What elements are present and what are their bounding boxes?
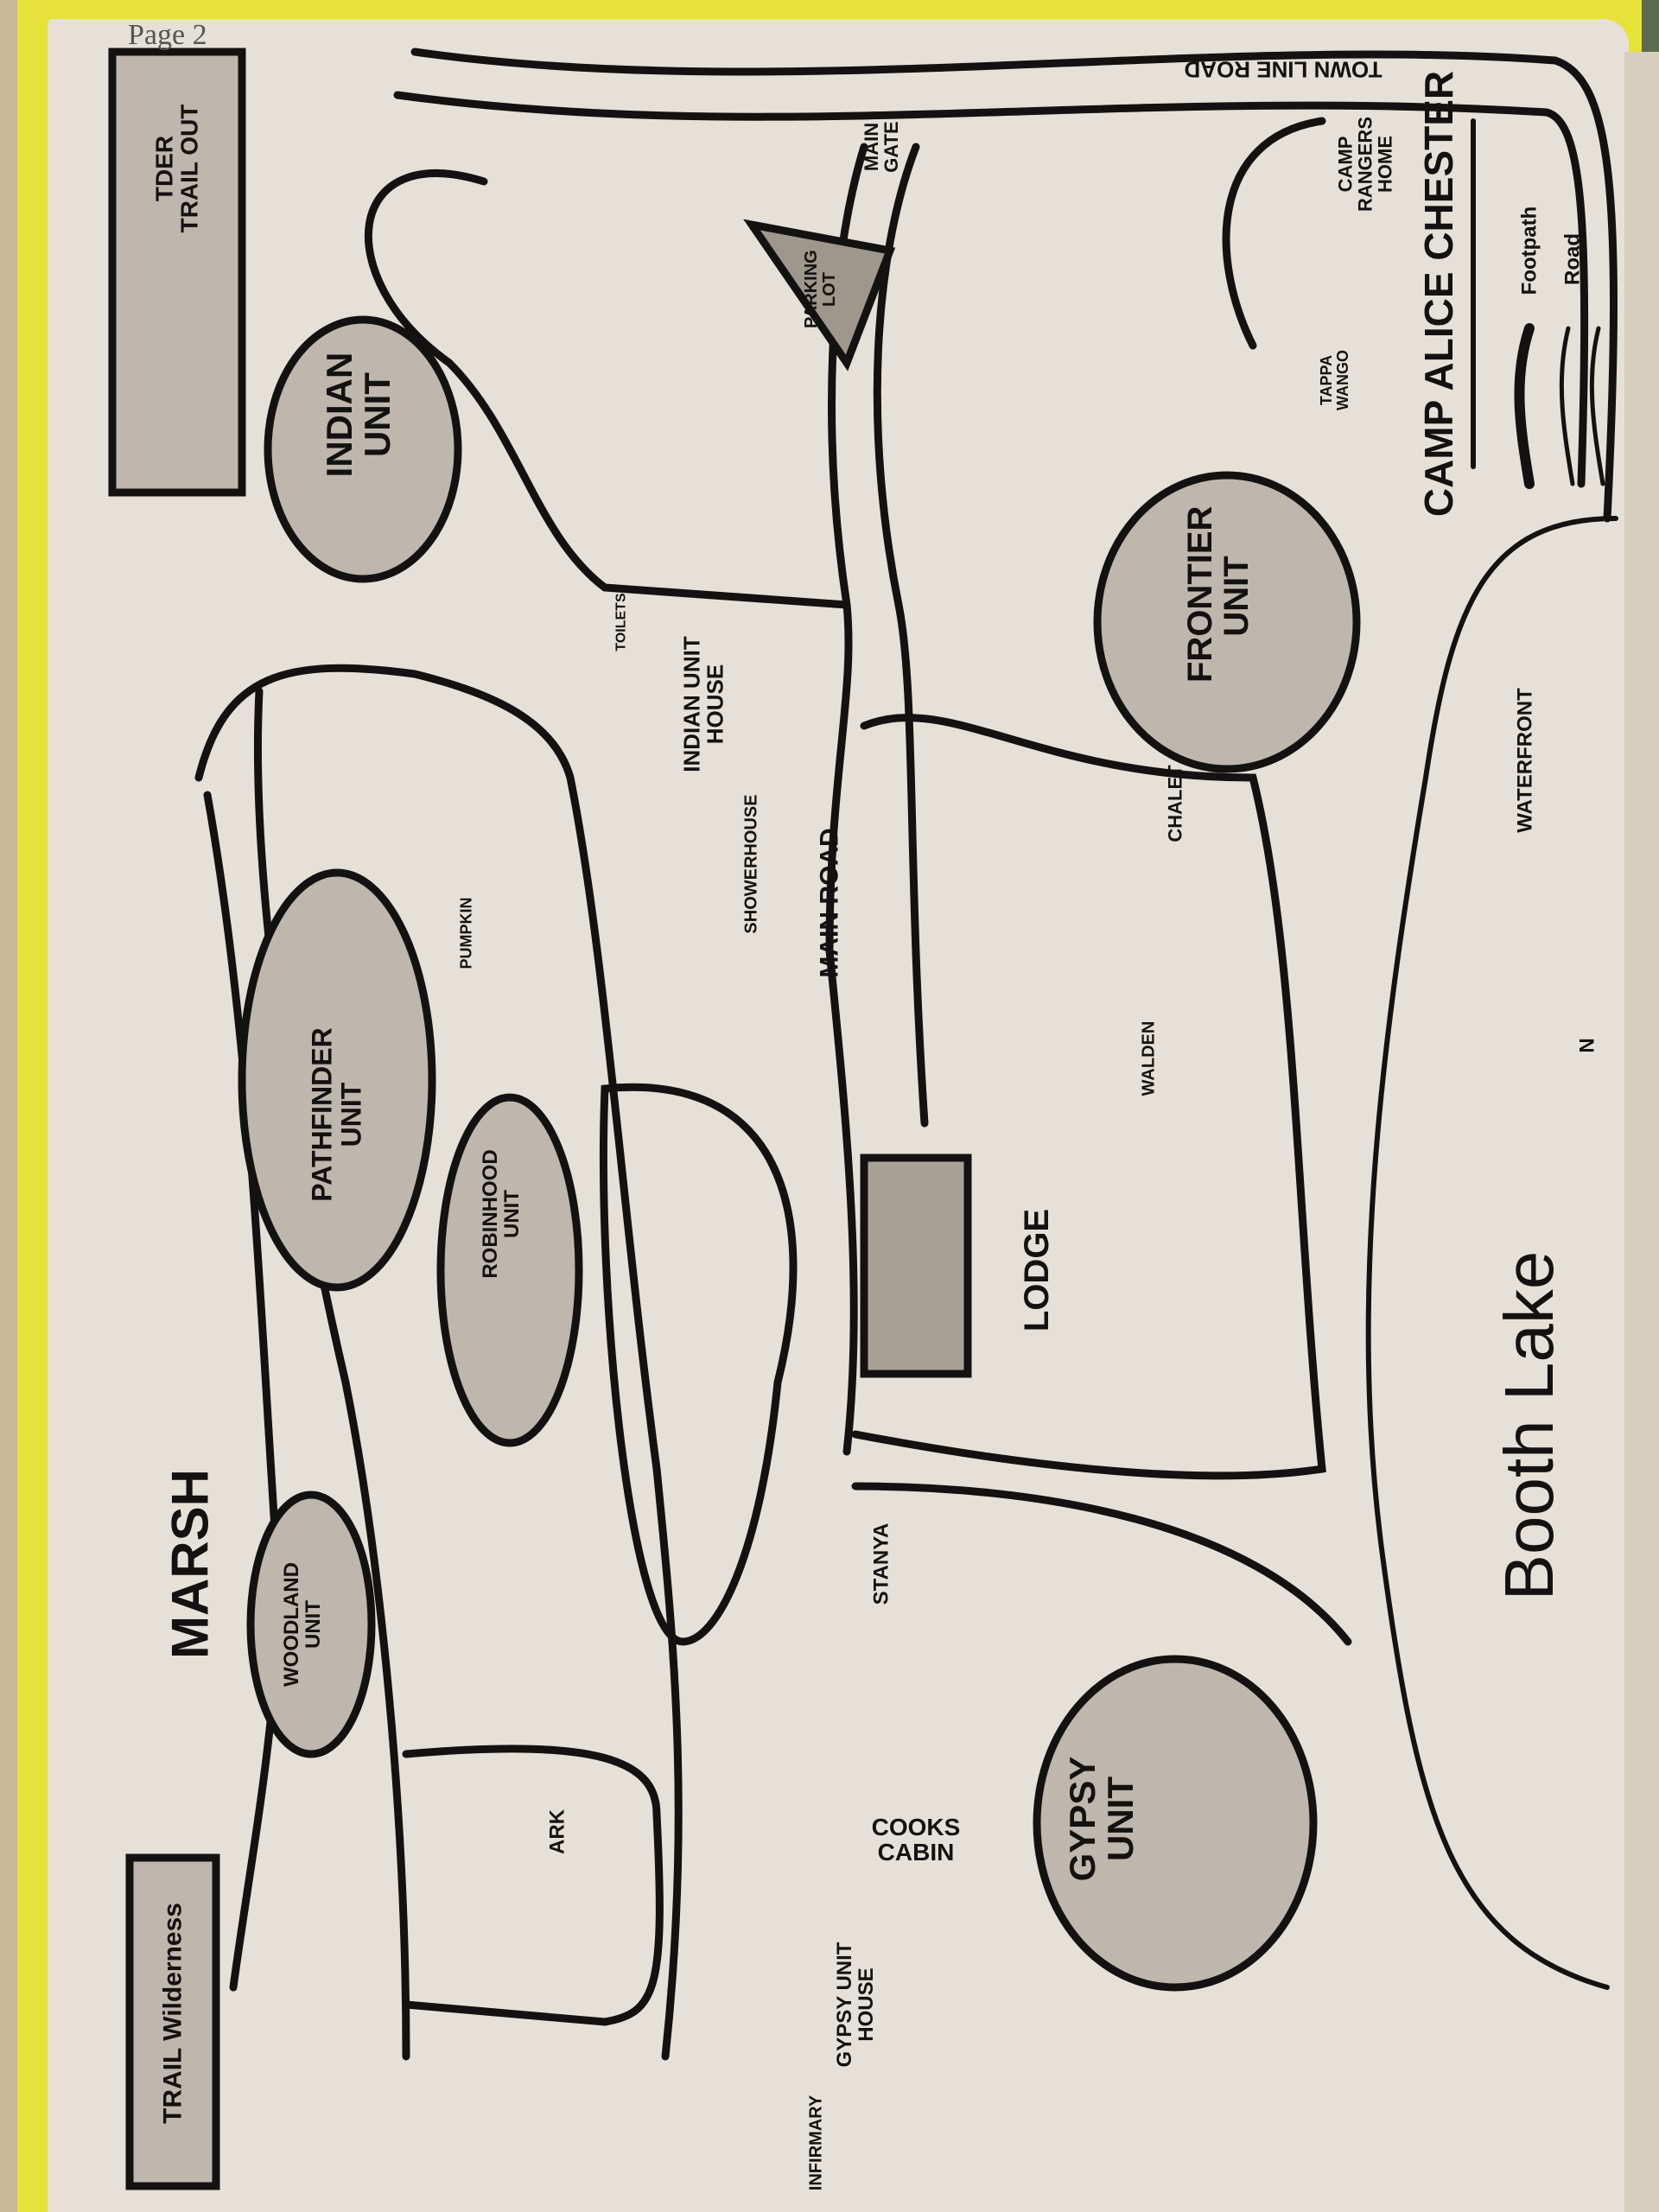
- label-trail-out: TDER TRAIL OUT: [150, 104, 203, 233]
- ranger-road: [1222, 117, 1326, 350]
- trail-out-area: [108, 48, 246, 497]
- label-rangers-home: CAMP RANGERS HOME: [1334, 117, 1396, 213]
- south-road: [851, 1482, 1352, 1646]
- label-cooks-cabin: COOKS CABIN: [871, 1814, 961, 1866]
- label-tappa-wango: TAPPA WANGO: [1318, 350, 1351, 410]
- label-pathfinder-unit: PATHFINDER UNIT: [306, 1027, 366, 1202]
- label-indian-unit: INDIAN UNIT: [318, 352, 397, 478]
- frontier-unit-area: [1093, 471, 1361, 773]
- label-wilderness: TRAIL Wilderness: [158, 1903, 188, 2124]
- legend-footpath-label: Footpath: [1517, 206, 1541, 296]
- label-gypsy-unit: GYPSY UNIT: [1061, 1756, 1141, 1882]
- robinhood-unit-area: [436, 1093, 583, 1447]
- west-road: [194, 664, 683, 2061]
- parking-lot-area: [743, 219, 896, 372]
- label-marsh: MARSH: [161, 1469, 219, 1659]
- town-line-road-inner: [393, 91, 1589, 488]
- label-gypsy-unit-house: GYPSY UNIT HOUSE: [832, 1942, 878, 2068]
- label-main-road: MAIN ROAD: [815, 828, 844, 978]
- label-woodland-unit: WOODLAND UNIT: [279, 1562, 325, 1687]
- label-waterfront: WATERFRONT: [1513, 688, 1537, 833]
- legend-road-b: [1589, 326, 1605, 486]
- legend-footpath: [1514, 323, 1535, 489]
- lodge-loop: [851, 714, 1326, 1480]
- map-title: CAMP ALICE CHESTER: [1415, 70, 1461, 518]
- wilderness-area: [125, 1853, 220, 2190]
- lower-loop: [402, 1745, 664, 2026]
- pathfinder-unit-area: [238, 868, 436, 1292]
- label-pumpkin: PUMPKIN: [457, 897, 475, 969]
- north-arrow-label: N: [1575, 1038, 1599, 1053]
- label-frontier-unit: FRONTIER UNIT: [1181, 505, 1255, 683]
- woodland-unit-area: [246, 1491, 376, 1758]
- gypsy-unit-area: [1033, 1655, 1318, 1992]
- central-loop: [599, 1083, 798, 1646]
- label-booth-lake: Booth Lake: [1491, 1250, 1567, 1601]
- label-lodge: LODGE: [1018, 1208, 1056, 1332]
- label-indian-unit-house: INDIAN UNIT HOUSE: [678, 636, 728, 772]
- label-ark: ARK: [545, 1809, 569, 1854]
- lake-shore: [1365, 516, 1618, 1990]
- label-toilets: TOILETS: [613, 593, 629, 652]
- next-page-edge: [1624, 52, 1659, 2212]
- label-town-line-road: TOWN LINE ROAD: [1184, 56, 1382, 83]
- marsh-road: [203, 791, 283, 1992]
- label-stanya: STANYA: [869, 1522, 893, 1605]
- label-parking-lot: PARKING LOT: [802, 250, 839, 328]
- page-number: Page 2: [128, 19, 207, 51]
- legend-road-a: [1559, 326, 1575, 486]
- label-walden: WALDEN: [1139, 1020, 1159, 1096]
- legend-road-label: Road: [1560, 233, 1585, 285]
- indian-unit-area: [264, 315, 462, 583]
- label-robinhood-unit: ROBINHOOD UNIT: [478, 1149, 524, 1279]
- town-line-road: [410, 48, 1618, 523]
- label-chalet: CHALET: [1164, 765, 1186, 842]
- loop-road: [364, 169, 851, 609]
- label-showerhouse: SHOWERHOUSE: [741, 794, 761, 934]
- west-road-2: [253, 687, 410, 2061]
- lodge-building: [860, 1154, 972, 1378]
- main-road-2: [873, 143, 929, 1128]
- label-main-gate: MAIN GATE: [860, 121, 902, 173]
- label-infirmary: INFIRMARY: [806, 2094, 826, 2191]
